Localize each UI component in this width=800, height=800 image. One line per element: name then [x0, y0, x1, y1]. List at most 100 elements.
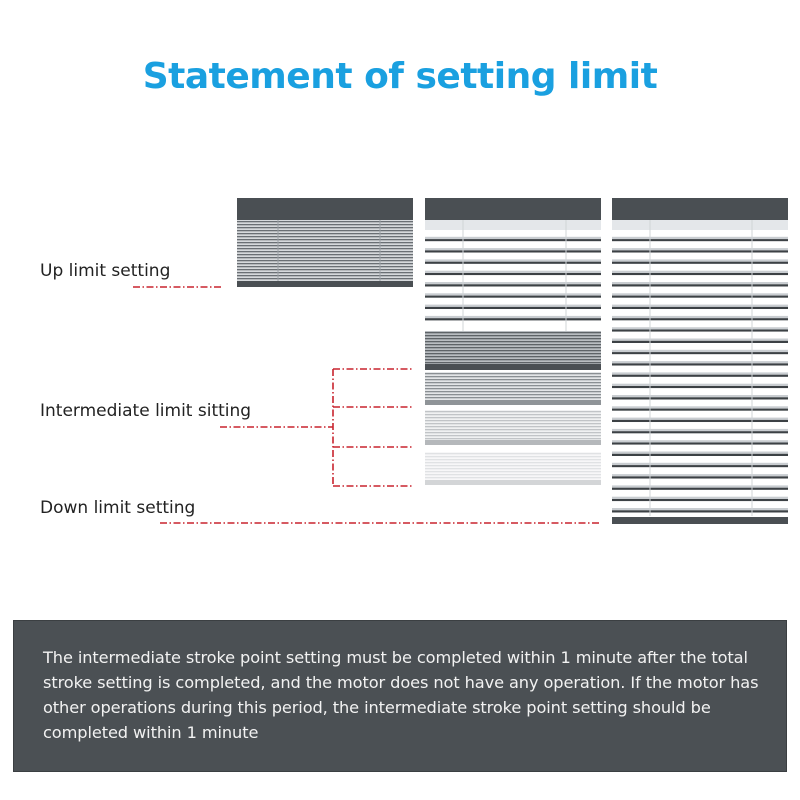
slat-line: [425, 435, 601, 437]
slat-line: [425, 341, 601, 343]
slat: [612, 331, 788, 341]
slat-shadow: [612, 315, 788, 319]
slat-shadow: [425, 259, 601, 262]
slat: [612, 456, 788, 466]
slat-shadow: [612, 485, 788, 488]
slat-shadow: [612, 440, 788, 443]
slat-shadow: [612, 372, 788, 375]
slat-line: [237, 239, 413, 241]
blind-up-limit: [237, 198, 413, 287]
slat-line: [237, 266, 413, 268]
slat: [425, 230, 601, 240]
slat-shadow: [425, 236, 601, 240]
head-rail: [425, 198, 601, 220]
slat: [612, 343, 788, 353]
slat-shadow: [425, 248, 601, 251]
slat-line: [237, 248, 413, 250]
slat: [612, 230, 788, 240]
slat-line: [237, 242, 413, 244]
slat-line: [237, 260, 413, 262]
slat-edge: [612, 419, 788, 423]
slat-line: [425, 394, 601, 396]
slat-line: [237, 257, 413, 259]
slat-line: [425, 453, 601, 455]
slat: [425, 309, 601, 319]
slat-line: [425, 426, 601, 428]
slat-edge: [425, 250, 601, 253]
up-limit-label: Up limit setting: [40, 261, 171, 281]
slat-line: [425, 359, 601, 361]
slat: [425, 297, 601, 307]
slat-edge: [425, 318, 601, 321]
slat: [612, 410, 788, 420]
head-rail: [237, 198, 413, 220]
top-gap: [612, 220, 788, 230]
slat-line: [425, 456, 601, 458]
slat-line: [425, 471, 601, 473]
ghost-rail: [425, 440, 601, 445]
slat-line: [425, 362, 601, 364]
slat-line: [237, 275, 413, 277]
slat-shadow: [612, 474, 788, 477]
slat: [612, 309, 788, 319]
slat-shadow: [612, 395, 788, 398]
slat-shadow: [612, 417, 788, 420]
slat-line: [425, 382, 601, 384]
slat-shadow: [612, 259, 788, 262]
slat-edge: [612, 306, 788, 310]
slat-shadow: [612, 293, 788, 296]
slat-line: [425, 397, 601, 399]
slat-shadow: [612, 304, 788, 307]
slat-edge: [425, 295, 601, 298]
slat-shadow: [425, 304, 601, 307]
slat-line: [425, 344, 601, 346]
slat: [612, 501, 788, 511]
slat-line: [237, 227, 413, 229]
slat: [425, 263, 601, 273]
slat-shadow: [425, 315, 601, 319]
slat-shadow: [612, 236, 788, 240]
slat: [612, 241, 788, 251]
slat-line: [425, 432, 601, 434]
slat: [612, 433, 788, 443]
slat-edge: [612, 431, 788, 434]
slat: [612, 263, 788, 273]
slat: [612, 252, 788, 262]
intermediate-limit-label: Intermediate limit sitting: [40, 401, 252, 421]
slat: [612, 376, 788, 386]
slat: [612, 365, 788, 375]
slat-shadow: [612, 508, 788, 511]
slat-stack: [237, 220, 413, 281]
slat: [425, 286, 601, 296]
bottom-rail: [237, 281, 413, 287]
slat-line: [425, 353, 601, 355]
slat-line: [425, 477, 601, 479]
slat-edge: [425, 273, 601, 276]
slat-line: [237, 245, 413, 247]
bottom-rail: [612, 517, 788, 524]
slat-shadow: [425, 282, 601, 285]
slat-shadow: [612, 327, 788, 330]
slat-line: [425, 474, 601, 476]
slat: [612, 320, 788, 330]
note-text: The intermediate stroke point setting mu…: [43, 648, 759, 742]
slat-line: [425, 465, 601, 467]
slat-line: [237, 269, 413, 271]
slat-edge: [612, 340, 788, 343]
slat: [612, 478, 788, 488]
slat-shadow: [612, 282, 788, 285]
bottom-rail: [425, 364, 601, 370]
note-box: The intermediate stroke point setting mu…: [13, 620, 787, 772]
slat-line: [425, 429, 601, 431]
slat-line: [425, 379, 601, 381]
slat-line: [425, 411, 601, 413]
slat-line: [425, 350, 601, 352]
slat: [612, 422, 788, 432]
slat-line: [425, 347, 601, 349]
slat-line: [425, 332, 601, 334]
slat-edge: [612, 442, 788, 445]
slat-line: [425, 338, 601, 340]
slat-line: [425, 438, 601, 440]
guide-lines: [133, 286, 600, 524]
slat-edge: [425, 306, 601, 310]
